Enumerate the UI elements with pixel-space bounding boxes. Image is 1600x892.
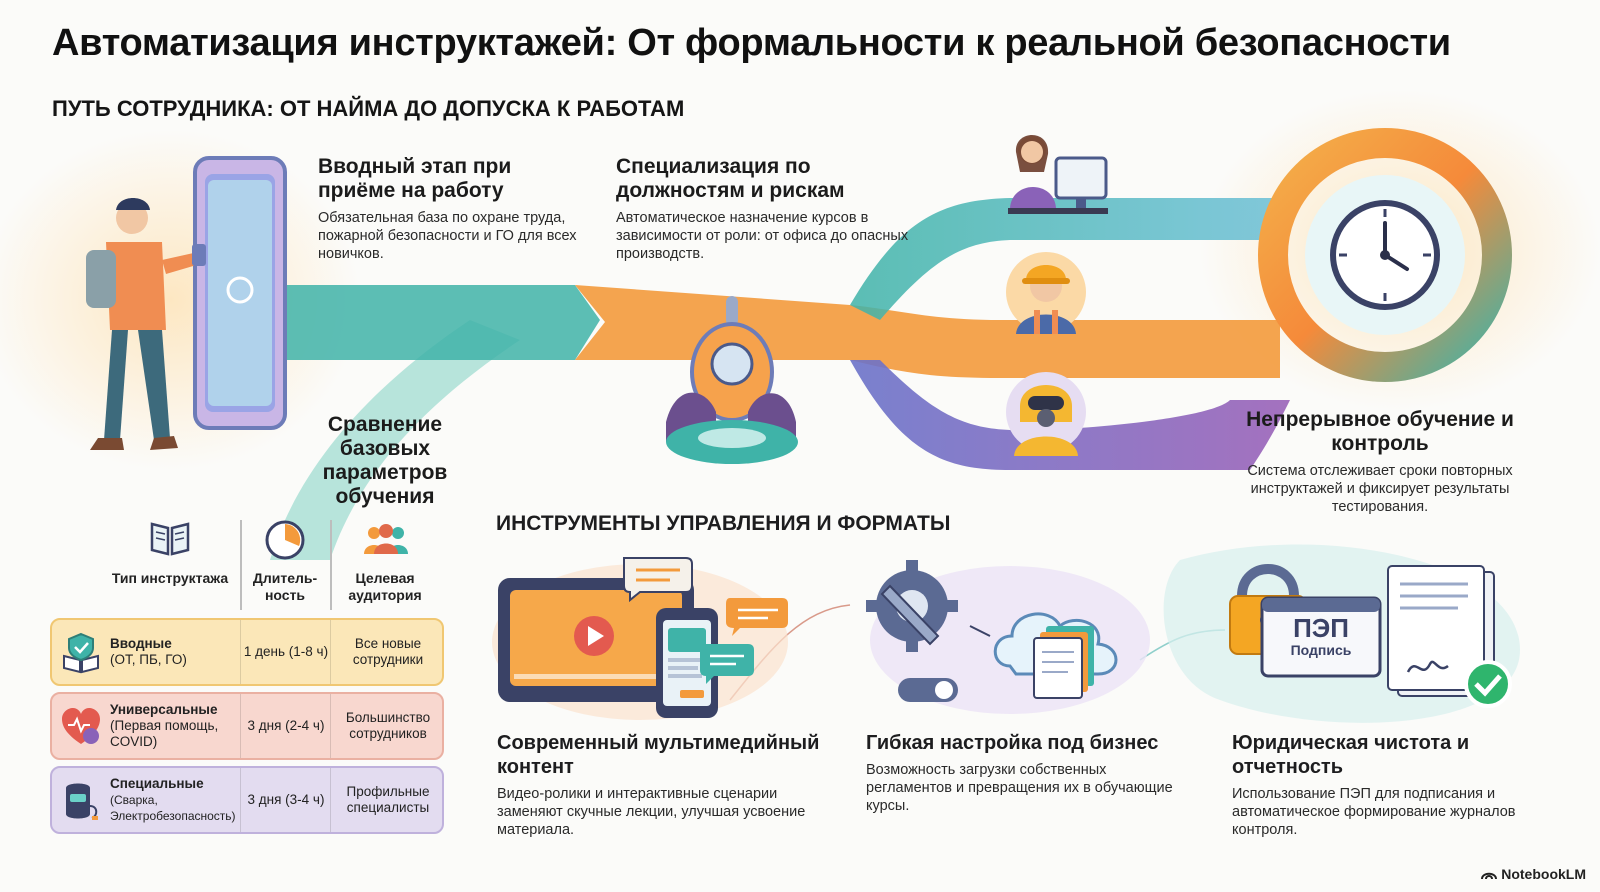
tool-flexible-desc: Возможность загрузки собственных регламе… [866,762,1173,814]
row-duration: 3 дня (3-4 ч) [240,768,331,832]
hazmat-worker-icon [1006,372,1086,456]
check-icon [1464,660,1512,708]
row-type-sub: (ОТ, ПБ, ГО) [110,652,187,667]
stage-intro-title: Вводный этап при приёме на работу [318,155,512,202]
stage-specialization-desc: Автоматическое назначение курсов в завис… [616,210,909,262]
multimedia-illustration [492,557,788,720]
row-audience: Большинство сотрудников [330,694,445,758]
brand-name: NotebookLM [1501,866,1586,882]
table-header-duration: Длитель-ность [252,570,318,603]
audience-icon [364,524,408,554]
shield-book-icon [63,632,99,674]
row-audience: Профильные специалисты [330,768,445,832]
table-row-intro: Вводные(ОТ, ПБ, ГО) 1 день (1-8 ч) Все н… [50,618,444,686]
teal-swoosh [270,320,520,560]
row-type: Специальные [110,776,204,791]
tool-multimedia-title: Современный мультимедийный контент [497,732,820,778]
timer-icon [265,520,305,560]
main-stream [285,285,600,360]
tools-section-title: ИНСТРУМЕНТЫ УПРАВЛЕНИЯ И ФОРМАТЫ [496,512,951,535]
welding-mask-icon [66,783,98,820]
tool-flexible-title: Гибкая настройка под бизнес [866,732,1159,754]
tool-legal-desc: Использование ПЭП для подписания и автом… [1232,786,1516,838]
brand-watermark: NotebookLM [1481,866,1586,882]
tool-legal-title: Юридическая чистота и отчетность [1232,732,1470,778]
stage-continuous-desc: Система отслеживает сроки повторных инст… [1247,463,1513,515]
stage-continuous-title: Непрерывное обучение и контроль [1246,408,1514,455]
page-title: Автоматизация инструктажей: От формально… [52,22,1451,64]
heart-health-icon [62,708,100,744]
book-icon [150,522,190,556]
row-type-sub: (Первая помощь, COVID) [110,718,219,749]
gear-icon [866,560,958,652]
journey-subtitle: ПУТЬ СОТРУДНИКА: ОТ НАЙМА ДО ДОПУСКА К Р… [52,96,685,121]
branch-bottom [850,360,1290,470]
row-duration: 1 день (1-8 ч) [240,620,331,684]
row-type: Универсальные [110,702,218,717]
table-row-universal: Универсальные(Первая помощь, COVID) 3 дн… [50,692,444,760]
construction-worker-icon [1006,252,1086,334]
clock-icon [1330,200,1440,310]
pep-sub: Подпись [1290,642,1352,658]
row-type: Вводные [110,636,172,651]
stage-specialization-title: Специализация по должностям и рискам [616,155,845,202]
row-type-sub: (Сварка, Электробезопасность) [110,793,236,823]
table-header-audience: Целевая аудитория [348,570,422,603]
table-row-special: Специальные (Сварка, Электробезопасность)… [50,766,444,834]
office-worker-icon [1008,135,1108,214]
notebooklm-logo-icon [1481,872,1498,880]
comparison-title: Сравнение базовых параметров обучения [322,413,448,508]
pep-label: ПЭП [1293,613,1349,643]
stage-intro-desc: Обязательная база по охране труда, пожар… [318,210,577,262]
row-duration: 3 дня (2-4 ч) [240,694,331,758]
row-audience: Все новые сотрудники [330,620,445,684]
branch-top [850,198,1280,320]
ring [1258,128,1512,382]
legal-signature-illustration [1229,564,1512,708]
routing-robot-illustration [666,296,798,464]
flexible-setup-illustration [866,560,1150,714]
tool-multimedia-desc: Видео-ролики и интерактивные сценарии за… [497,786,806,838]
employee-phone-illustration [86,156,287,450]
table-header-type: Тип инструктажа [111,570,229,586]
